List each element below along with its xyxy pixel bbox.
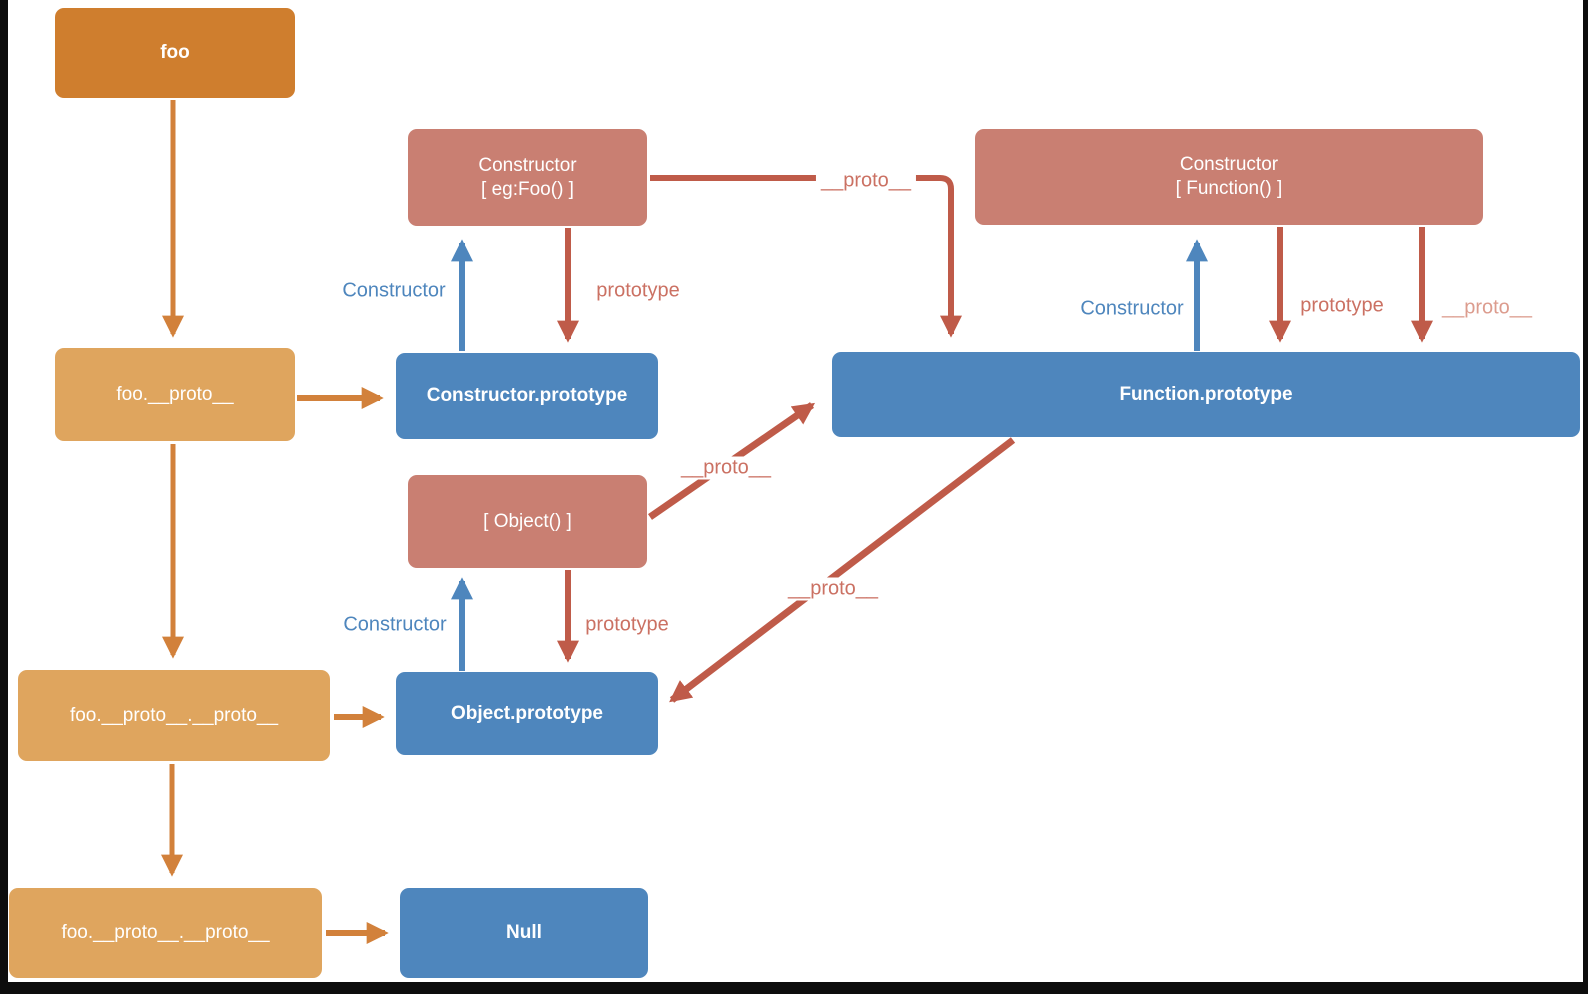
node-object-prototype-label: Object.prototype [450,702,603,724]
node-foo-label: foo [160,42,190,64]
node-foo-proto-proto-label: foo.__proto__.__proto__ [69,704,279,726]
node-function-prototype-label: Function.prototype [1119,383,1293,405]
node-null-label: Null [506,922,542,944]
node-constructor-foo-line1: Constructor [478,154,577,176]
node-foo-proto-proto: foo.__proto__.__proto__ [18,670,330,761]
arrow-ctor-foo-proto-elbow [650,175,962,338]
node-object-constructor-label: [ Object() ] [483,510,572,532]
node-constructor-prototype: Constructor.prototype [396,353,658,439]
arrow-function-prototype-to-object-prototype [669,437,1016,703]
node-constructor-prototype-label: Constructor.prototype [426,385,628,407]
label-prototype-right: prototype [1300,294,1384,317]
label-prototype-bottom: prototype [585,613,669,636]
node-constructor-function-line1: Constructor [1179,154,1279,176]
node-object-constructor: [ Object() ] [408,475,647,568]
label-constructor-bottom: Constructor [343,613,447,636]
node-foo: foo [55,8,295,98]
node-object-prototype: Object.prototype [396,672,658,755]
node-null: Null [400,888,648,978]
node-foo-proto: foo.__proto__ [55,348,295,441]
node-function-prototype: Function.prototype [832,352,1580,437]
label-constructor-left: Constructor [342,279,446,302]
node-foo-proto-label: foo.__proto__ [116,383,234,405]
label-proto-top: __proto__ [815,169,917,193]
label-proto-right: __proto__ [1441,296,1533,319]
node-constructor-function-line2: [ Function() ] [1175,178,1283,199]
label-proto-object-up: __proto__ [675,456,777,480]
node-foo-proto-proto-bottom: foo.__proto__.__proto__ [9,888,322,978]
label-proto-funcproto-down: __proto__ [782,577,884,601]
label-constructor-right: Constructor [1080,297,1184,320]
label-prototype-left: prototype [596,279,680,302]
node-foo-proto-proto-bottom-label: foo.__proto__.__proto__ [61,922,270,944]
node-constructor-foo: Constructor [ eg:Foo() ] [408,129,647,226]
node-constructor-foo-line2: [ eg:Foo() ] [481,178,574,200]
node-constructor-function: Constructor [ Function() ] [975,129,1483,225]
